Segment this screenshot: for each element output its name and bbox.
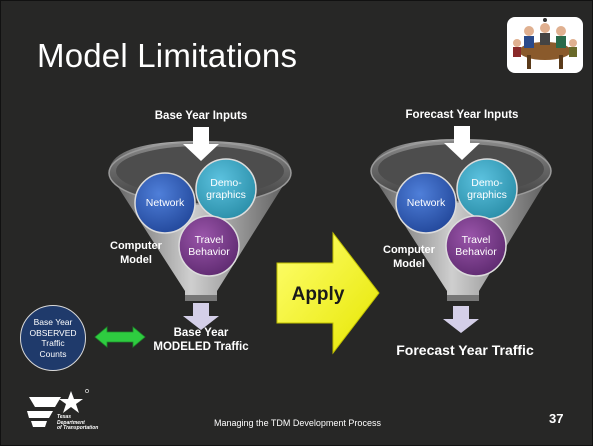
right-network-label: Network xyxy=(406,197,446,209)
observed-line1: Base Year xyxy=(33,317,73,327)
right-input-down-arrow xyxy=(444,126,480,160)
left-input-down-arrow xyxy=(183,127,219,161)
right-network-circle xyxy=(395,172,457,234)
left-demographics-line1: Demo- xyxy=(210,177,242,189)
apply-arrow-icon xyxy=(276,231,380,355)
logo-line1: Texas xyxy=(57,414,71,420)
observed-line2: OBSERVED xyxy=(29,327,77,338)
right-demographics-line1: Demo- xyxy=(471,177,503,189)
left-output-label: Base Year MODELED Traffic xyxy=(144,326,258,354)
left-output-down-arrow xyxy=(183,303,219,330)
right-travel-label: Travel Behavior xyxy=(448,234,504,258)
left-travel-line2: Behavior xyxy=(188,246,230,258)
left-computer-line2: Model xyxy=(120,254,152,266)
right-demographics-line2: graphics xyxy=(467,189,507,201)
left-demographics-circle xyxy=(195,158,257,220)
right-output-label: Forecast Year Traffic xyxy=(396,342,534,358)
observed-line3: Traffic xyxy=(41,338,65,348)
observed-counts-circle: Base Year OBSERVED Traffic Counts xyxy=(20,305,86,371)
right-computer-line1: Computer xyxy=(383,244,435,256)
slide-title: Model Limitations xyxy=(37,37,298,74)
left-demographics-line2: graphics xyxy=(206,189,246,201)
right-demographics-label: Demo- graphics xyxy=(460,177,514,201)
right-inputs-label: Forecast Year Inputs xyxy=(405,109,519,121)
right-computer-line2: Model xyxy=(393,258,425,270)
txdot-logo: Texas Department of Transportation xyxy=(27,387,99,431)
right-travel-circle xyxy=(445,215,507,277)
left-inputs-label: Base Year Inputs xyxy=(154,110,248,122)
left-network-label: Network xyxy=(145,197,185,209)
apply-label: Apply xyxy=(291,284,345,305)
left-travel-line1: Travel xyxy=(194,234,224,246)
left-output-line1: Base Year xyxy=(173,327,229,339)
slide-number: 37 xyxy=(549,411,564,426)
left-travel-label: Travel Behavior xyxy=(181,234,237,258)
right-travel-line2: Behavior xyxy=(455,246,497,258)
left-computer-line1: Computer xyxy=(110,240,162,252)
txdot-star-logo-icon xyxy=(27,389,89,427)
right-travel-line1: Travel xyxy=(461,234,491,246)
logo-text: Texas Department of Transportation xyxy=(57,414,99,432)
meeting-clipart-icon xyxy=(507,17,583,73)
logo-line3: of Transportation xyxy=(57,425,99,431)
logo-line2: Department xyxy=(57,419,85,426)
left-travel-circle xyxy=(178,215,240,277)
double-arrow-icon xyxy=(94,326,146,348)
left-network-circle xyxy=(134,172,196,234)
right-computer-model-label: Computer Model xyxy=(379,243,439,271)
slide-footer: Managing the TDM Development Process xyxy=(214,418,381,428)
right-output-down-arrow xyxy=(443,306,479,333)
left-computer-model-label: Computer Model xyxy=(106,239,166,267)
observed-line4: Counts xyxy=(39,348,67,359)
left-output-line2: MODELED Traffic xyxy=(153,341,249,353)
left-demographics-label: Demo- graphics xyxy=(199,177,253,201)
